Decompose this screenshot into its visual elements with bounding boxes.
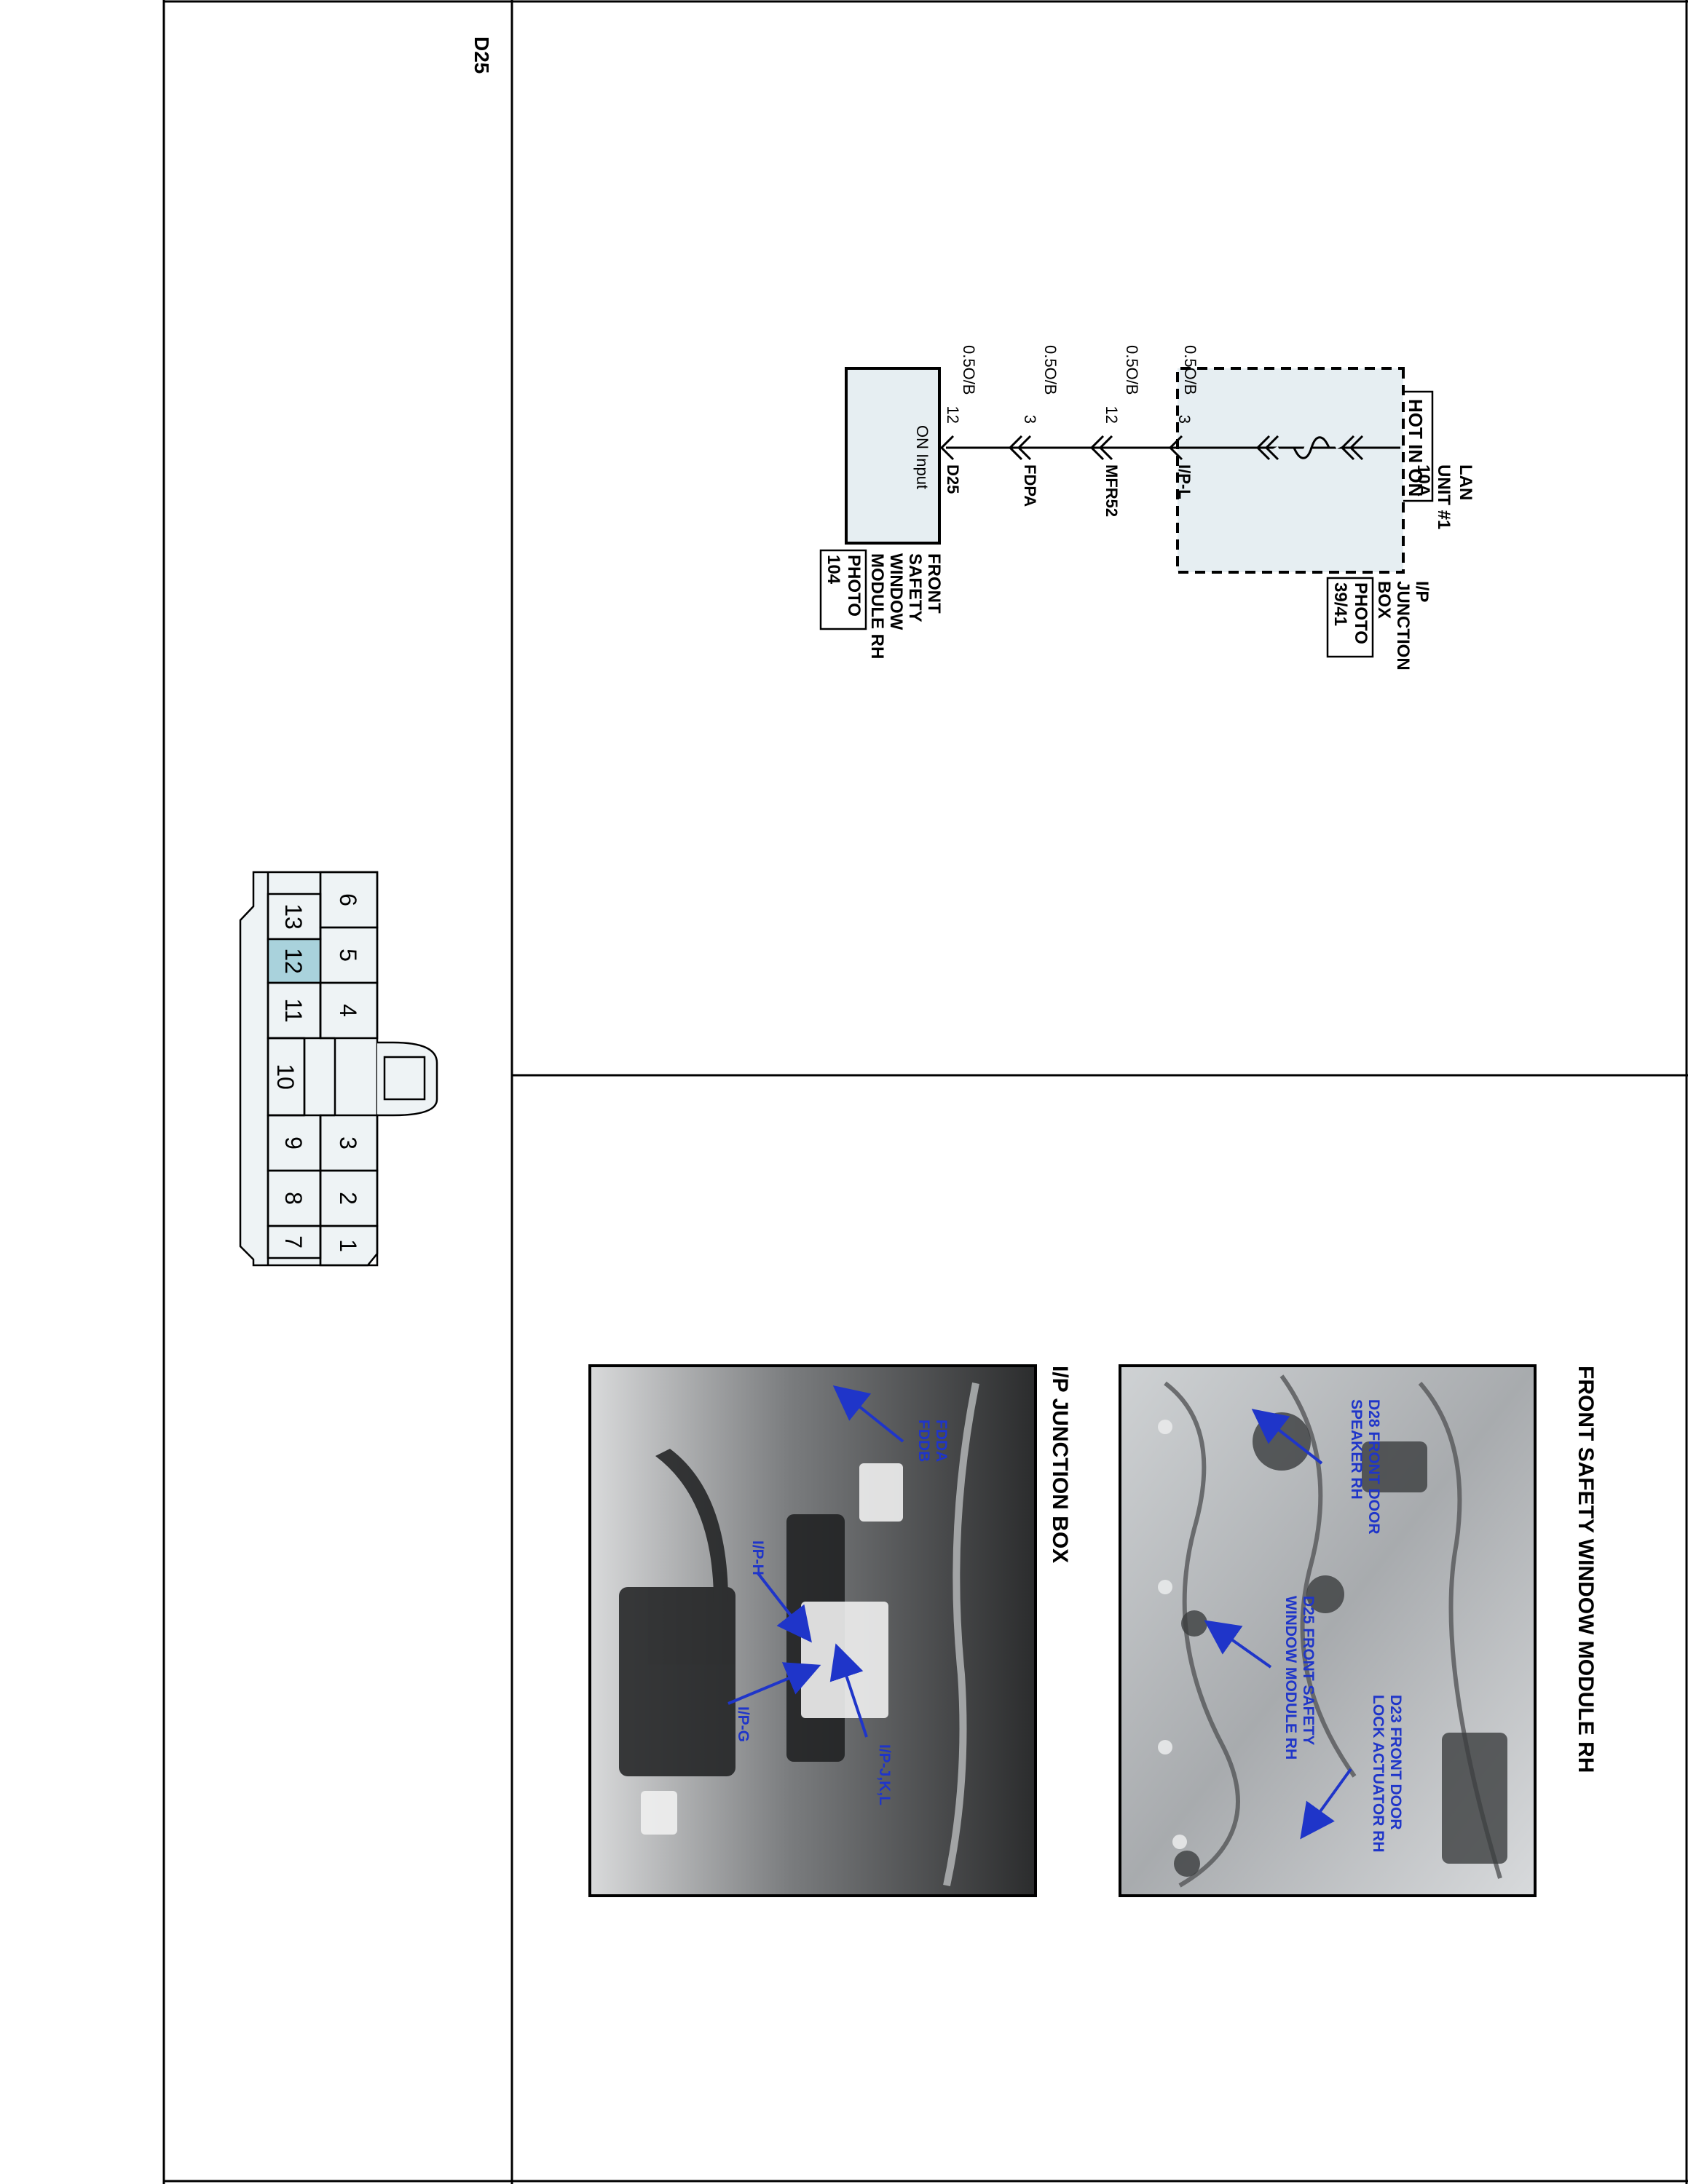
pin-label: 5 xyxy=(335,949,361,962)
svg-text:FRONT: FRONT xyxy=(924,553,944,614)
svg-text:0.5O/B: 0.5O/B xyxy=(960,345,978,395)
photo-front-safety-window-module xyxy=(1119,1364,1537,1897)
svg-text:D28 FRONT DOOR: D28 FRONT DOOR xyxy=(1365,1399,1382,1535)
svg-text:FDDA: FDDA xyxy=(933,1420,950,1462)
svg-text:MODULE RH: MODULE RH xyxy=(867,553,887,659)
pin-label: 2 xyxy=(335,1192,361,1205)
svg-text:D25 FRONT SAFETY: D25 FRONT SAFETY xyxy=(1300,1596,1317,1745)
svg-text:WINDOW MODULE RH: WINDOW MODULE RH xyxy=(1282,1596,1299,1760)
connector-cavity xyxy=(267,938,322,984)
fuse-symbol xyxy=(1255,430,1364,465)
connector-ip-l: 3 I/P-L 0.5O/B xyxy=(1168,345,1199,499)
photo-title-ip-junction-box: I/P JUNCTION BOX xyxy=(1048,1366,1072,1563)
photo2-callouts: FDDA FDDB I/P-H I/P-J,K,L I/P-G xyxy=(735,1420,950,1805)
wire-color-label: 0.5O/B xyxy=(1181,345,1199,395)
pin-label: 13 xyxy=(280,903,307,930)
photo1-callouts: D28 FRONT DOOR SPEAKER RH D25 FRONT SAFE… xyxy=(1282,1399,1404,1853)
ip-junction-box xyxy=(1176,367,1405,574)
page-frame xyxy=(162,0,1688,2184)
svg-text:HOT IN ON: HOT IN ON xyxy=(1405,399,1427,496)
svg-text:I/P-L: I/P-L xyxy=(1175,464,1194,499)
fuse-label: UNIT #1 10A xyxy=(1413,464,1454,529)
photo1-arrows xyxy=(1204,1409,1352,1840)
svg-text:FDDB: FDDB xyxy=(915,1420,932,1462)
connector-fdpa: 3 FDPA 0.5O/B xyxy=(1008,345,1060,507)
callout-ip-jkl: I/P-J,K,L xyxy=(876,1744,893,1805)
svg-text:SAFETY: SAFETY xyxy=(905,553,925,622)
pin-label: 4 xyxy=(335,1004,361,1017)
pin-label: 12 xyxy=(280,948,307,974)
callout-d23: D23 FRONT DOOR LOCK ACTUATOR RH xyxy=(1370,1695,1404,1853)
svg-text:D25: D25 xyxy=(944,464,962,494)
callout-d28: D28 FRONT DOOR SPEAKER RH xyxy=(1348,1399,1382,1535)
photo-ip-junction-box xyxy=(588,1364,1037,1897)
connector-mfr52: 12 MFR52 0.5O/B xyxy=(1089,345,1141,517)
pin-label: 1 xyxy=(335,1239,361,1252)
pin-label: 7 xyxy=(280,1235,307,1249)
svg-text:JUNCTION: JUNCTION xyxy=(1393,581,1413,670)
callout-ip-g: I/P-G xyxy=(735,1706,752,1742)
callout-ip-h: I/P-H xyxy=(749,1540,766,1575)
svg-text:WINDOW: WINDOW xyxy=(886,553,906,630)
pin-label: 8 xyxy=(280,1192,307,1205)
connector-cavity xyxy=(267,1224,322,1259)
module-label: FRONT SAFETY WINDOW MODULE RH PHOTO 104 xyxy=(819,549,944,659)
svg-text:3: 3 xyxy=(1021,415,1039,424)
photo-title-front-safety-window: FRONT SAFETY WINDOW MODULE RH xyxy=(1574,1366,1598,1773)
svg-text:UNIT #1: UNIT #1 xyxy=(1434,464,1454,529)
pin-label: 11 xyxy=(280,998,307,1022)
svg-text:PHOTO: PHOTO xyxy=(1351,582,1370,644)
pin-label: 10 xyxy=(272,1064,299,1090)
svg-text:I/P-H: I/P-H xyxy=(749,1540,766,1575)
svg-text:PHOTO: PHOTO xyxy=(844,555,864,617)
svg-text:SPEAKER RH: SPEAKER RH xyxy=(1348,1399,1365,1500)
svg-text:MFR52: MFR52 xyxy=(1103,464,1121,517)
connector-d25: 12 D25 0.5O/B xyxy=(939,345,978,494)
svg-text:I/P-G: I/P-G xyxy=(735,1706,752,1742)
svg-text:0.5O/B: 0.5O/B xyxy=(1041,345,1060,395)
svg-text:BOX: BOX xyxy=(1374,581,1394,619)
svg-text:104: 104 xyxy=(824,555,843,585)
pin-label: 3 xyxy=(335,1136,361,1150)
svg-text:I/P: I/P xyxy=(1412,581,1432,602)
hot-in-on-label: HOT IN ON xyxy=(1399,390,1434,502)
callout-d25: D25 FRONT SAFETY WINDOW MODULE RH xyxy=(1282,1596,1317,1760)
svg-text:12: 12 xyxy=(944,406,962,424)
pin-label: 6 xyxy=(335,893,361,906)
callout-fdda-fddb: FDDA FDDB xyxy=(915,1420,950,1462)
svg-text:39/41: 39/41 xyxy=(1330,582,1350,626)
connector-face: 6 5 4 3 2 1 13 12 11 10 9 8 7 xyxy=(239,871,438,1267)
svg-text:LOCK ACTUATOR RH: LOCK ACTUATOR RH xyxy=(1370,1695,1387,1853)
svg-text:I/P-J,K,L: I/P-J,K,L xyxy=(876,1744,893,1805)
on-input-label: ON Input xyxy=(913,425,931,489)
schematic: HOT IN ON LAN UNIT #1 10A I/P JUNCTION B… xyxy=(819,345,1475,670)
connector-id-label: D25 xyxy=(470,36,493,74)
connector-cells: 6 5 4 3 2 1 13 12 11 10 9 8 7 xyxy=(267,871,379,1267)
svg-text:10A: 10A xyxy=(1413,464,1433,496)
pin-number: 3 xyxy=(1175,415,1194,424)
front-safety-window-module-box xyxy=(845,367,941,545)
photo2-arrows xyxy=(727,1385,904,1738)
fuse-label-line-0: LAN xyxy=(1456,464,1475,500)
svg-text:0.5O/B: 0.5O/B xyxy=(1123,345,1141,395)
svg-text:FDPA: FDPA xyxy=(1021,464,1039,507)
junction-box-label: I/P JUNCTION BOX PHOTO 39/41 xyxy=(1326,577,1432,670)
pin-label: 9 xyxy=(280,1136,307,1150)
svg-text:12: 12 xyxy=(1103,406,1121,424)
svg-text:D23 FRONT DOOR: D23 FRONT DOOR xyxy=(1387,1695,1404,1830)
